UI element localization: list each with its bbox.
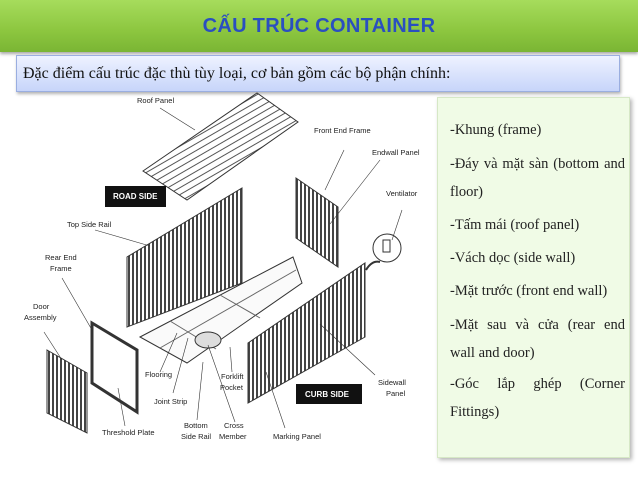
list-item: -Mặt trước (front end wall) [450, 283, 608, 299]
label-road-side: ROAD SIDE [113, 192, 158, 201]
label-cross-member-1: Cross [224, 421, 244, 430]
label-endwall-panel: Endwall Panel [372, 148, 420, 157]
label-threshold-plate: Threshold Plate [102, 428, 155, 437]
label-top-side-rail: Top Side Rail [67, 220, 112, 229]
label-rear-end-frame-2: Frame [50, 264, 72, 273]
list-item: -Đáy và mặt sàn (bottom and floor) [450, 156, 625, 200]
slide-title: CẤU TRÚC CONTAINER [202, 14, 436, 37]
list-item: -Góc lắp ghép (Corner Fittings) [450, 376, 625, 420]
road-side-wall [126, 187, 243, 328]
roof-panel [142, 92, 299, 201]
list-item: -Tấm mái (roof panel) [450, 217, 580, 233]
subtitle-box: Đặc điểm cấu trúc đặc thù tùy loại, cơ b… [16, 55, 620, 92]
list-item: -Mặt sau và cửa (rear end wall and door) [450, 317, 625, 361]
label-bottom-side-rail-1: Bottom [184, 421, 208, 430]
label-forklift-pocket-1: Forklift [221, 372, 244, 381]
label-forklift-pocket-2: Pocket [220, 383, 244, 392]
label-front-end-frame: Front End Frame [314, 126, 371, 135]
curb-side-tag [296, 384, 362, 404]
diagram-labels: Roof Panel Front End Frame Endwall Panel… [24, 96, 420, 441]
label-joint-strip: Joint Strip [154, 397, 187, 406]
label-roof-panel: Roof Panel [137, 96, 174, 105]
subtitle-text: Đặc điểm cấu trúc đặc thù tùy loại, cơ b… [23, 64, 451, 82]
label-sidewall-panel-1: Sidewall [378, 378, 406, 387]
door-assembly [46, 349, 88, 434]
label-cross-member-2: Member [219, 432, 247, 441]
label-rear-end-frame-1: Rear End [45, 253, 77, 262]
label-ventilator: Ventilator [386, 189, 418, 198]
label-sidewall-panel-2: Panel [386, 389, 406, 398]
slide-title-bar: CẤU TRÚC CONTAINER [0, 0, 638, 52]
parts-list-box: -Khung (frame) -Đáy và mặt sàn (bottom a… [437, 97, 630, 458]
label-door-assembly-1: Door [33, 302, 50, 311]
endwall-panel [295, 177, 339, 268]
label-curb-side: CURB SIDE [305, 390, 350, 399]
label-flooring: Flooring [145, 370, 172, 379]
leader-lines [43, 107, 403, 429]
list-item: -Vách dọc (side wall) [450, 250, 576, 266]
label-marking-panel: Marking Panel [273, 432, 321, 441]
road-side-tag [105, 186, 166, 207]
curb-side-wall [247, 262, 366, 404]
list-item: -Khung (frame) [450, 122, 542, 138]
rear-end-frame [90, 320, 139, 415]
label-door-assembly-2: Assembly [24, 313, 57, 322]
label-bottom-side-rail-2: Side Rail [181, 432, 211, 441]
